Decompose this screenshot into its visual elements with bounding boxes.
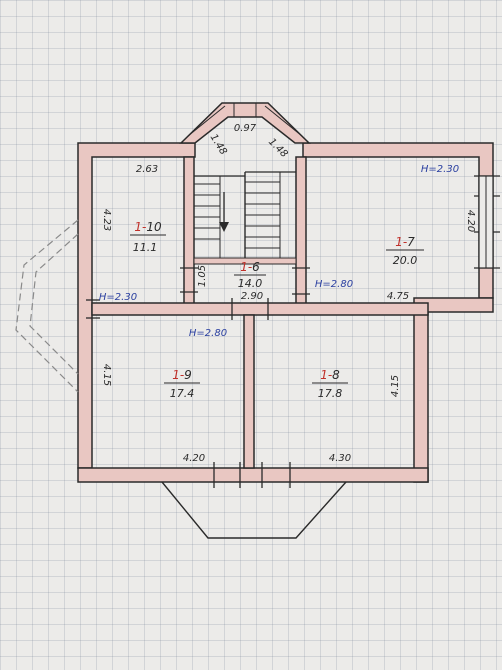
porch-outline <box>161 481 347 539</box>
svg-text:1-7: 1-7 <box>395 235 415 249</box>
room-10-area: 11.1 <box>133 241 158 254</box>
dim-bay-right: 1.48 <box>266 136 290 160</box>
svg-text:1-6: 1-6 <box>240 260 260 274</box>
outer-wall-right-notch <box>413 297 494 483</box>
wall-mid-horizontal <box>91 302 429 316</box>
dim-room9-width: 4.20 <box>183 453 205 464</box>
dim-room7-height: 4.20 <box>465 210 476 232</box>
dim-room10-width: 2.63 <box>136 164 158 175</box>
dim-hall-width: 2.90 <box>241 291 263 302</box>
room-7-number: 7 <box>407 235 415 249</box>
dim-room8-height: 4.15 <box>390 375 401 397</box>
room-label-6: 1-6 14.0 <box>234 260 266 290</box>
svg-text:1-10: 1-10 <box>134 220 162 234</box>
room-10-number: 10 <box>146 220 162 234</box>
room-label-9: 1-9 17.4 <box>164 368 200 400</box>
room-7-prefix: 1- <box>395 235 407 249</box>
outer-wall-top-right <box>302 142 494 299</box>
height-hall: H=2.80 <box>315 279 353 290</box>
window-right <box>478 175 494 269</box>
bay-wall-outer <box>179 102 311 144</box>
svg-text:1-9: 1-9 <box>172 368 192 382</box>
staircase <box>194 171 296 258</box>
dim-stair-small: 1.05 <box>197 265 208 287</box>
veranda-outline <box>15 219 79 393</box>
dim-room9-height: 4.15 <box>101 364 112 386</box>
wall-room7-left <box>295 156 307 308</box>
wall-room9-room8 <box>243 314 255 469</box>
dim-room10-height: 4.23 <box>101 209 112 231</box>
svg-text:1-8: 1-8 <box>320 368 340 382</box>
room-8-prefix: 1- <box>320 368 332 382</box>
height-room10: H=2.30 <box>99 292 137 303</box>
room-label-7: 1-7 20.0 <box>386 235 424 267</box>
room-6-area: 14.0 <box>238 277 263 290</box>
wall-room10-right <box>183 156 195 308</box>
dim-bay-top: 0.97 <box>234 123 257 134</box>
stair-arrow-head <box>219 222 229 232</box>
room-label-8: 1-8 17.8 <box>312 368 348 400</box>
dim-room8-width: 4.30 <box>329 453 351 464</box>
room-label-10: 1-10 11.1 <box>130 220 166 254</box>
room-8-area: 17.8 <box>318 387 343 400</box>
dim-bay-left: 1.48 <box>208 132 229 157</box>
room-9-area: 17.4 <box>170 387 195 400</box>
bay-window-panes <box>187 103 303 137</box>
height-room9: H=2.80 <box>189 328 227 339</box>
room-7-area: 20.0 <box>393 254 418 267</box>
height-room7: H=2.30 <box>421 164 459 175</box>
room-6-prefix: 1- <box>240 260 252 274</box>
room-8-number: 8 <box>332 368 340 382</box>
room-10-prefix: 1- <box>134 220 146 234</box>
dimension-labels: 0.97 1.48 1.48 2.63 4.23 1.05 2.90 4.20 … <box>101 123 476 464</box>
room-9-number: 9 <box>184 368 192 382</box>
room-9-prefix: 1- <box>172 368 184 382</box>
openings <box>86 175 500 488</box>
ceiling-heights: H=2.30 H=2.30 H=2.80 H=2.80 <box>99 164 459 339</box>
room-6-number: 6 <box>252 260 260 274</box>
outer-wall-bottom <box>77 467 429 483</box>
walls <box>77 102 494 483</box>
dim-room7-width: 4.75 <box>387 291 409 302</box>
